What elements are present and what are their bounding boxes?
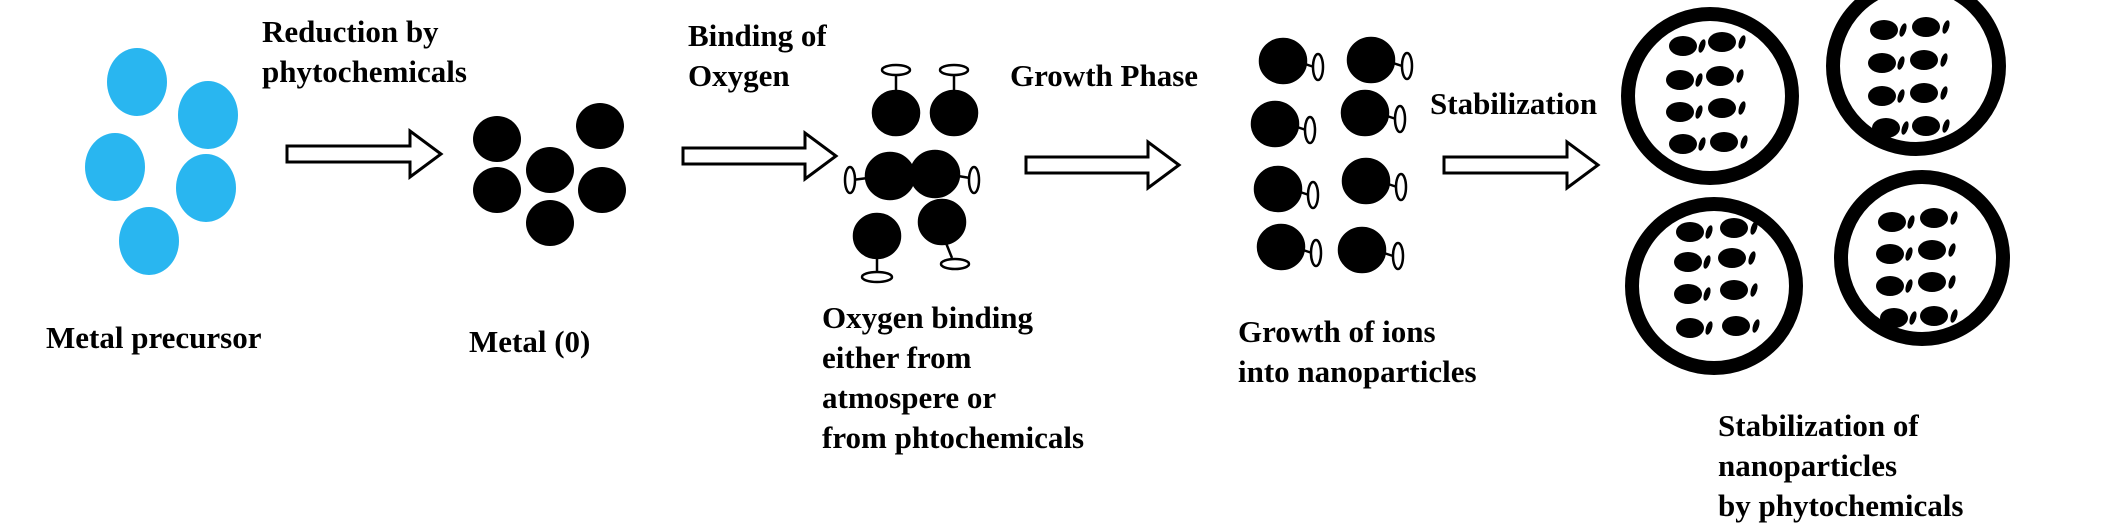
growth-step-label: Growth Phase bbox=[1010, 56, 1198, 96]
stabilization-step-label: Stabilization bbox=[1430, 84, 1597, 124]
capped-nanoparticle bbox=[1621, 7, 1799, 185]
oxygen-atom bbox=[1400, 51, 1414, 81]
reduction-step-label: Reduction by phytochemicals bbox=[262, 12, 467, 92]
metal-atom bbox=[1256, 223, 1306, 271]
stabilized-caption-line: nanoparticles bbox=[1718, 448, 1898, 483]
metal-atom bbox=[526, 147, 574, 193]
capped-nanoparticle bbox=[1826, 0, 2006, 156]
metal-zero-cluster bbox=[473, 103, 626, 246]
stabilized-caption: Stabilization of nanoparticles by phytoc… bbox=[1718, 406, 1963, 526]
oxygen-caption-line: atmospere or bbox=[822, 380, 997, 415]
oxygen-bound-cluster bbox=[843, 63, 981, 284]
precursor-ion bbox=[178, 81, 238, 149]
oxygen-caption-line: from phtochemicals bbox=[822, 420, 1085, 455]
growth-caption-line: Growth of ions bbox=[1238, 314, 1436, 349]
binding-arrow bbox=[681, 130, 839, 182]
metal-atom bbox=[871, 89, 921, 137]
metal-caption-text: Metal bbox=[469, 324, 547, 359]
metal-atom bbox=[1253, 165, 1303, 213]
oxygen-atom bbox=[843, 165, 857, 195]
metal-atom bbox=[576, 103, 624, 149]
metal-caption: Metal (0) bbox=[469, 322, 590, 362]
oxygen-atom bbox=[1394, 172, 1408, 202]
growing-particles bbox=[1250, 36, 1414, 274]
metal-atom bbox=[526, 200, 574, 246]
metal-atom bbox=[578, 167, 626, 213]
precursor-ion bbox=[119, 207, 179, 275]
precursor-caption-line: Metal precursor bbox=[46, 320, 262, 355]
stabilized-caption-line: Stabilization of bbox=[1718, 408, 1919, 443]
reduction-step-line: Reduction by bbox=[262, 14, 439, 49]
capped-nanoparticle bbox=[1834, 170, 2010, 346]
reduction-step-line: phytochemicals bbox=[262, 54, 467, 89]
metal-atom bbox=[864, 151, 916, 201]
oxygen-atom bbox=[939, 257, 971, 271]
oxygen-atom bbox=[860, 270, 894, 284]
binding-step-label: Binding of Oxygen bbox=[688, 16, 827, 96]
oxygen-atom bbox=[1391, 241, 1405, 271]
reduction-arrow bbox=[285, 128, 444, 180]
oxygen-atom bbox=[938, 63, 970, 77]
metal-atom bbox=[1341, 157, 1391, 205]
stabilization-step-line: Stabilization bbox=[1430, 86, 1598, 121]
oxygen-caption-line: Oxygen binding bbox=[822, 300, 1034, 335]
oxygen-caption: Oxygen binding either from atmospere or … bbox=[822, 298, 1084, 458]
metal-atom bbox=[929, 89, 979, 137]
precursor-ion bbox=[107, 48, 167, 116]
precursor-caption: Metal precursor bbox=[46, 318, 262, 358]
precursor-ion bbox=[85, 133, 145, 201]
oxygen-atom bbox=[880, 63, 912, 77]
stabilized-nanoparticles bbox=[1621, 0, 2010, 375]
binding-step-line: Binding of bbox=[688, 18, 827, 53]
metal-atom bbox=[1346, 36, 1396, 84]
binding-step-line: Oxygen bbox=[688, 58, 790, 93]
metal-atom bbox=[1337, 226, 1387, 274]
precursor-ion bbox=[176, 154, 236, 222]
metal-atom bbox=[1340, 89, 1390, 137]
oxygen-atom bbox=[1311, 52, 1325, 82]
metal-atom bbox=[909, 149, 961, 199]
growth-step-line: Growth Phase bbox=[1010, 58, 1199, 93]
growth-arrow bbox=[1024, 139, 1182, 191]
capped-nanoparticle bbox=[1625, 197, 1803, 375]
stabilization-arrow bbox=[1442, 139, 1601, 191]
oxygen-atom bbox=[967, 165, 981, 195]
growth-caption: Growth of ions into nanoparticles bbox=[1238, 312, 1477, 392]
oxygen-atom bbox=[1309, 238, 1323, 268]
oxygen-atom bbox=[1393, 104, 1407, 134]
metal-atom bbox=[473, 167, 521, 213]
metal-precursor-cluster bbox=[85, 48, 238, 275]
growth-caption-line: into nanoparticles bbox=[1238, 354, 1477, 389]
metal-atom bbox=[917, 198, 967, 246]
metal-oxidation-state: (0) bbox=[554, 324, 591, 359]
stabilized-caption-line: by phytochemicals bbox=[1718, 488, 1964, 523]
metal-atom bbox=[1258, 37, 1308, 85]
metal-atom bbox=[1250, 100, 1300, 148]
metal-atom bbox=[852, 212, 902, 260]
oxygen-caption-line: either from bbox=[822, 340, 972, 375]
oxygen-atom bbox=[1306, 180, 1320, 210]
metal-atom bbox=[473, 116, 521, 162]
oxygen-atom bbox=[1303, 115, 1317, 145]
